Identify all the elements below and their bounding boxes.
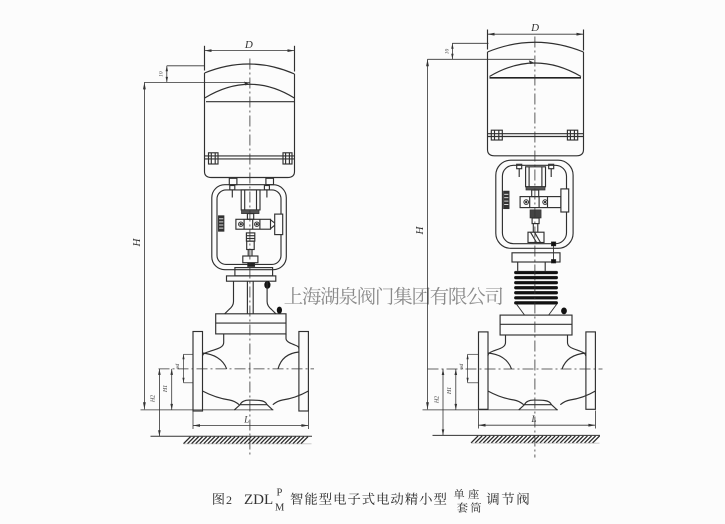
- svg-text:ZDL: ZDL: [244, 492, 273, 508]
- svg-text:ød: ød: [175, 364, 181, 371]
- svg-text:H2: H2: [151, 395, 157, 403]
- svg-text:L: L: [530, 414, 536, 424]
- svg-text:D: D: [530, 22, 539, 34]
- svg-text:10: 10: [444, 49, 450, 55]
- svg-text:D: D: [244, 39, 253, 51]
- svg-text:H2: H2: [434, 396, 440, 404]
- svg-text:H: H: [131, 237, 143, 247]
- svg-text:H1: H1: [447, 387, 453, 395]
- svg-text:M: M: [275, 503, 285, 514]
- svg-text:2: 2: [226, 493, 232, 507]
- svg-text:10: 10: [159, 71, 165, 77]
- svg-text:L: L: [243, 414, 249, 424]
- svg-text:P: P: [277, 488, 283, 499]
- svg-text:H: H: [414, 225, 426, 235]
- svg-text:H1: H1: [163, 385, 169, 393]
- svg-text:ød: ød: [459, 364, 465, 371]
